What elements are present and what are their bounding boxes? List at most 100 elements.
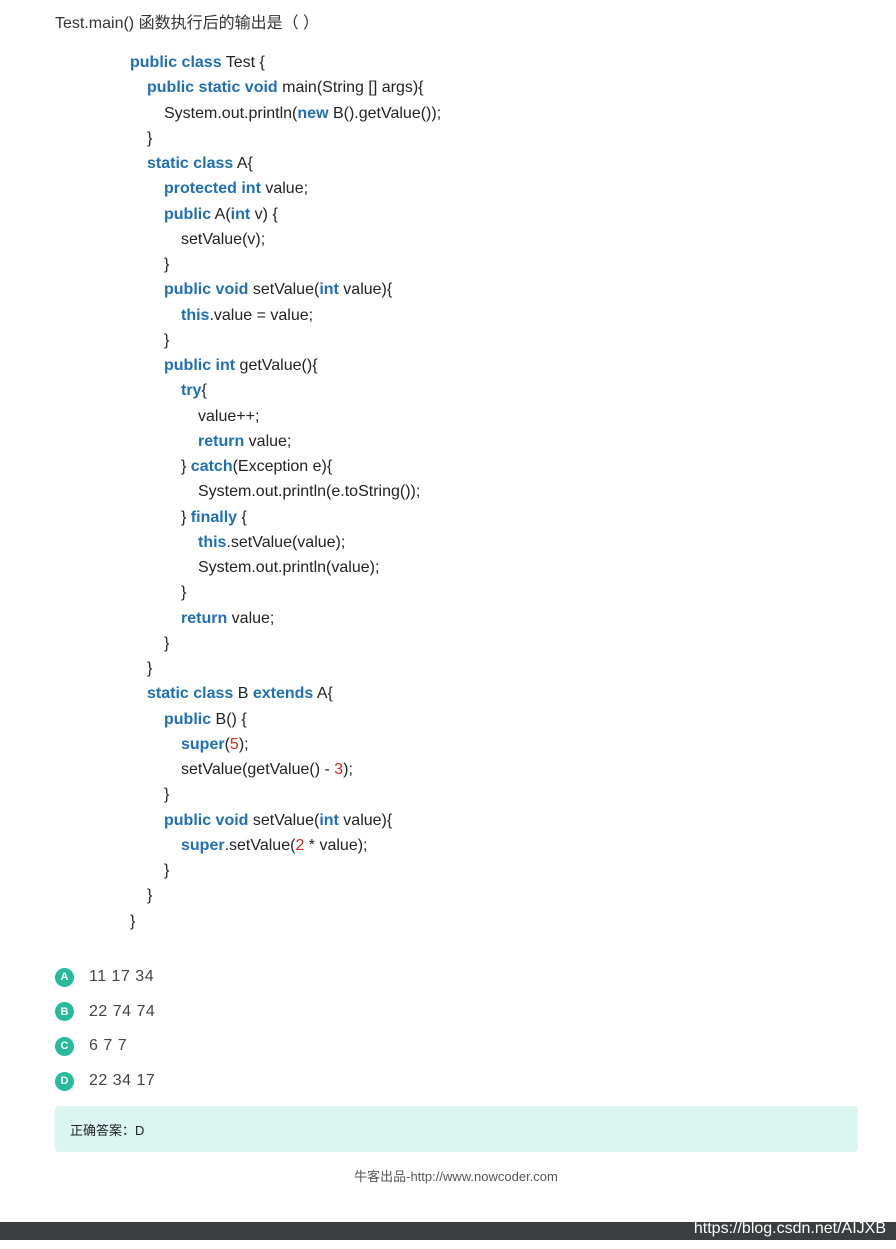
code-text: ); bbox=[238, 735, 249, 753]
code-text: } bbox=[181, 458, 191, 475]
code-keyword: static class bbox=[147, 685, 234, 703]
option-letter-badge: C bbox=[55, 1036, 74, 1056]
code-text: main(String [] args){ bbox=[277, 79, 424, 97]
code-text: Test { bbox=[221, 54, 265, 71]
code-text: getValue(){ bbox=[235, 357, 318, 374]
code-text: setValue(v); bbox=[181, 230, 266, 248]
code-text: .value = value; bbox=[209, 306, 314, 324]
code-text: } bbox=[147, 887, 153, 905]
code-line: this.value = value; bbox=[130, 303, 441, 328]
code-line: public void setValue(int value){ bbox=[130, 808, 441, 833]
code-block: public class Test {public static void ma… bbox=[130, 50, 441, 934]
code-keyword: finally bbox=[190, 508, 238, 526]
question-text: Test.main() 函数执行后的输出是（ ） bbox=[55, 15, 320, 32]
code-text: System.out.println( bbox=[164, 104, 298, 122]
code-keyword: static class bbox=[147, 155, 234, 172]
code-text: System.out.println(value); bbox=[198, 559, 380, 576]
code-line: super.setValue(2 * value); bbox=[130, 833, 441, 858]
code-line: } bbox=[130, 656, 441, 681]
option-b[interactable]: B 22 74 74 bbox=[55, 995, 155, 1030]
code-keyword: this bbox=[198, 533, 227, 551]
code-line: value++; bbox=[130, 404, 441, 429]
code-line: } finally { bbox=[130, 505, 441, 530]
code-text: * value); bbox=[304, 836, 368, 854]
code-line: return value; bbox=[130, 429, 441, 454]
code-text: setValue( bbox=[248, 281, 320, 299]
code-text: } bbox=[181, 508, 191, 526]
code-text: (Exception e){ bbox=[232, 458, 333, 475]
option-letter-badge: B bbox=[55, 1002, 74, 1022]
options-list: A 11 17 34 B 22 74 74 C 6 7 7 D 22 34 17 bbox=[55, 960, 155, 1098]
answer-text: 正确答案：D bbox=[70, 1122, 145, 1138]
code-text: } bbox=[130, 912, 136, 930]
code-line: } catch(Exception e){ bbox=[130, 454, 441, 479]
code-line: setValue(getValue() - 3); bbox=[130, 757, 441, 782]
code-line: static class B extends A{ bbox=[130, 681, 441, 706]
code-text: } bbox=[164, 634, 170, 652]
option-c[interactable]: C 6 7 7 bbox=[55, 1029, 155, 1064]
option-text: 11 17 34 bbox=[89, 968, 155, 986]
code-keyword: catch bbox=[190, 458, 233, 475]
code-line: this.setValue(value); bbox=[130, 530, 441, 555]
code-text: } bbox=[164, 256, 170, 273]
code-line: public static void main(String [] args){ bbox=[130, 75, 441, 100]
code-text: value){ bbox=[338, 811, 393, 829]
code-text: value; bbox=[227, 609, 275, 627]
code-keyword: return bbox=[181, 609, 228, 627]
code-keyword: return bbox=[198, 432, 245, 450]
code-text: setValue(getValue() - bbox=[181, 761, 335, 778]
option-letter-badge: D bbox=[55, 1071, 74, 1091]
option-d[interactable]: D 22 34 17 bbox=[55, 1064, 155, 1099]
code-keyword: public bbox=[164, 205, 212, 223]
code-text: } bbox=[147, 660, 153, 677]
code-text: B bbox=[233, 685, 253, 703]
code-text: setValue( bbox=[248, 811, 320, 829]
footer-credit: 牛客出品-http://www.nowcoder.com bbox=[354, 1169, 558, 1184]
code-line: } bbox=[130, 580, 441, 605]
code-line: try{ bbox=[130, 378, 441, 403]
code-number: 5 bbox=[229, 735, 239, 753]
code-text: System.out.println(e.toString()); bbox=[198, 483, 421, 501]
code-text: { bbox=[201, 382, 207, 400]
code-keyword: try bbox=[181, 382, 202, 400]
code-text: A{ bbox=[313, 685, 333, 703]
code-line: static class A{ bbox=[130, 151, 441, 176]
code-number: 2 bbox=[295, 836, 305, 854]
code-line: } bbox=[130, 883, 441, 908]
code-text: { bbox=[237, 508, 247, 526]
code-line: System.out.println(new B().getValue()); bbox=[130, 101, 441, 126]
code-keyword: int bbox=[319, 281, 339, 299]
code-keyword: public bbox=[164, 710, 212, 728]
code-line: protected int value; bbox=[130, 176, 441, 201]
code-keyword: public void bbox=[164, 811, 249, 829]
code-line: } bbox=[130, 858, 441, 883]
option-letter-badge: A bbox=[55, 967, 74, 987]
code-line: } bbox=[130, 328, 441, 353]
code-text: value; bbox=[244, 432, 292, 450]
code-text: .setValue(value); bbox=[226, 533, 346, 551]
code-keyword: this bbox=[181, 306, 210, 324]
code-line: System.out.println(e.toString()); bbox=[130, 479, 441, 504]
code-text: } bbox=[181, 584, 187, 602]
code-keyword: public static void bbox=[147, 79, 278, 97]
code-text: ( bbox=[224, 735, 230, 753]
code-line: public int getValue(){ bbox=[130, 353, 441, 378]
code-line: super(5); bbox=[130, 732, 441, 757]
code-keyword: int bbox=[230, 205, 251, 223]
option-a[interactable]: A 11 17 34 bbox=[55, 960, 155, 995]
answer-box: 正确答案：D bbox=[55, 1106, 858, 1152]
code-line: return value; bbox=[130, 606, 441, 631]
option-text: 22 74 74 bbox=[89, 1002, 156, 1020]
bottom-bar bbox=[0, 1222, 896, 1240]
code-line: } bbox=[130, 126, 441, 151]
option-text: 6 7 7 bbox=[89, 1037, 128, 1055]
code-line: } bbox=[130, 909, 441, 934]
code-keyword: public int bbox=[164, 357, 236, 374]
option-text: 22 34 17 bbox=[89, 1072, 156, 1090]
code-line: System.out.println(value); bbox=[130, 555, 441, 580]
code-line: } bbox=[130, 782, 441, 807]
code-text: } bbox=[164, 862, 170, 879]
code-line: public void setValue(int value){ bbox=[130, 277, 441, 302]
code-keyword: int bbox=[319, 811, 339, 829]
code-line: } bbox=[130, 631, 441, 656]
